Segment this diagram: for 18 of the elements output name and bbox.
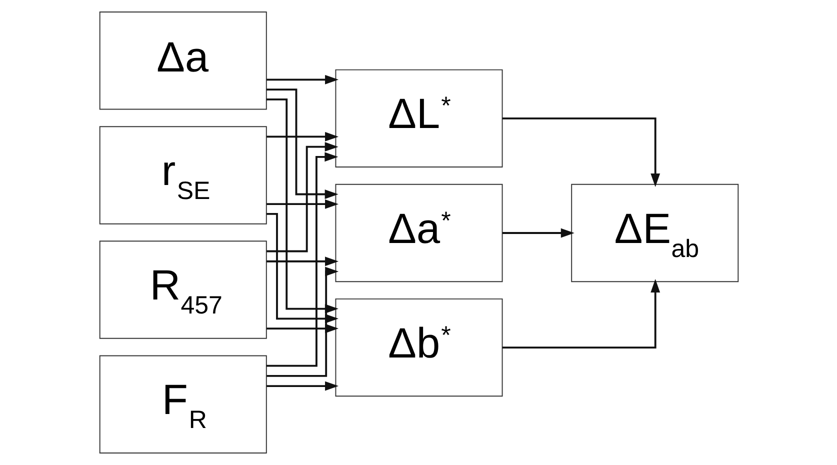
arrow	[266, 199, 338, 209]
arrow	[266, 88, 338, 199]
node-box: Δb$^{*}$	[334, 298, 502, 397]
arrow	[502, 278, 660, 349]
node-box: R$_{457}$	[98, 240, 266, 339]
arrow	[266, 74, 338, 84]
arrow	[266, 132, 338, 142]
node-box: F$_{R}$	[98, 355, 266, 454]
node-box: Δa$^{*}$	[334, 184, 502, 282]
arrow	[502, 117, 660, 187]
node-box: Δa	[98, 12, 266, 110]
arrow	[502, 228, 574, 238]
node-box: ΔL$^{*}$	[334, 69, 502, 168]
arrow	[266, 256, 338, 266]
node-box: ΔE$_{ab}$	[570, 184, 738, 282]
arrow	[266, 142, 338, 252]
node-box: r$_{SE}$	[98, 126, 266, 224]
arrow	[266, 381, 338, 391]
